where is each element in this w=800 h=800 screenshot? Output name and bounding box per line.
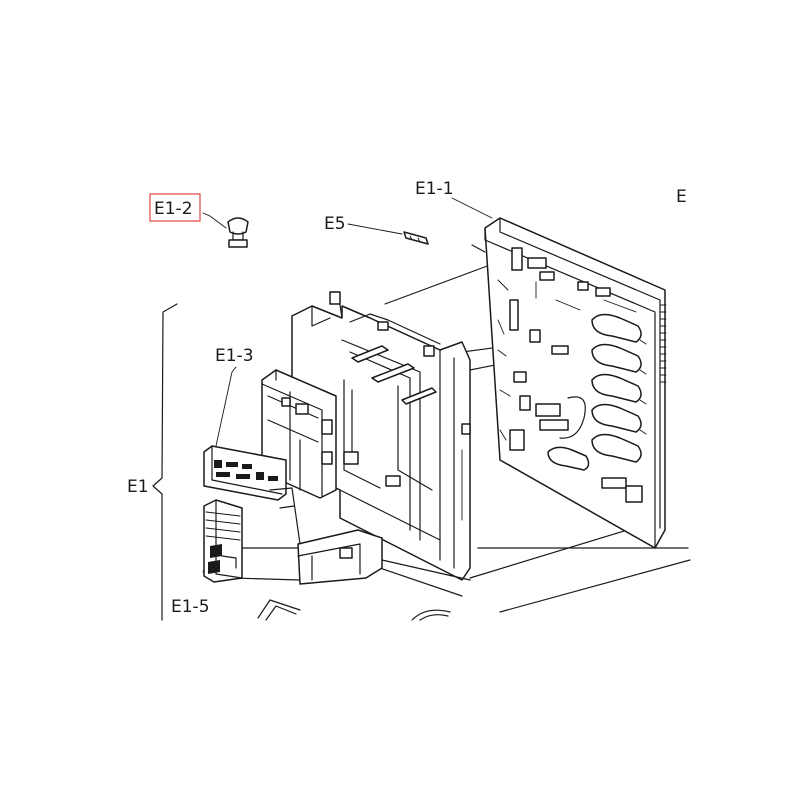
pcb-panel-part-e1-1 <box>484 217 667 549</box>
front-module-part-e1-3 <box>203 369 337 501</box>
small-bracket-part-e1-5 <box>203 499 243 583</box>
main-chassis-frame <box>291 291 471 597</box>
label-edge-cut: E <box>676 187 687 207</box>
pcb-components <box>497 247 647 503</box>
label-e1-3: E1-3 <box>215 346 254 366</box>
label-e1-1: E1-1 <box>415 179 454 199</box>
capacitor-row <box>547 313 642 471</box>
label-e5: E5 <box>324 214 346 234</box>
connector-part-e5 <box>403 231 429 245</box>
label-e1: E1 <box>127 477 149 497</box>
bottom-partial-parts <box>257 599 451 621</box>
e1-2-highlight-box <box>149 193 201 222</box>
lower-bracket <box>231 487 383 585</box>
knob-part-e1-2 <box>227 217 249 248</box>
label-e1-2: E1-2 <box>154 199 193 219</box>
label-e1-5: E1-5 <box>171 597 210 617</box>
e1-group-brace <box>152 303 178 621</box>
